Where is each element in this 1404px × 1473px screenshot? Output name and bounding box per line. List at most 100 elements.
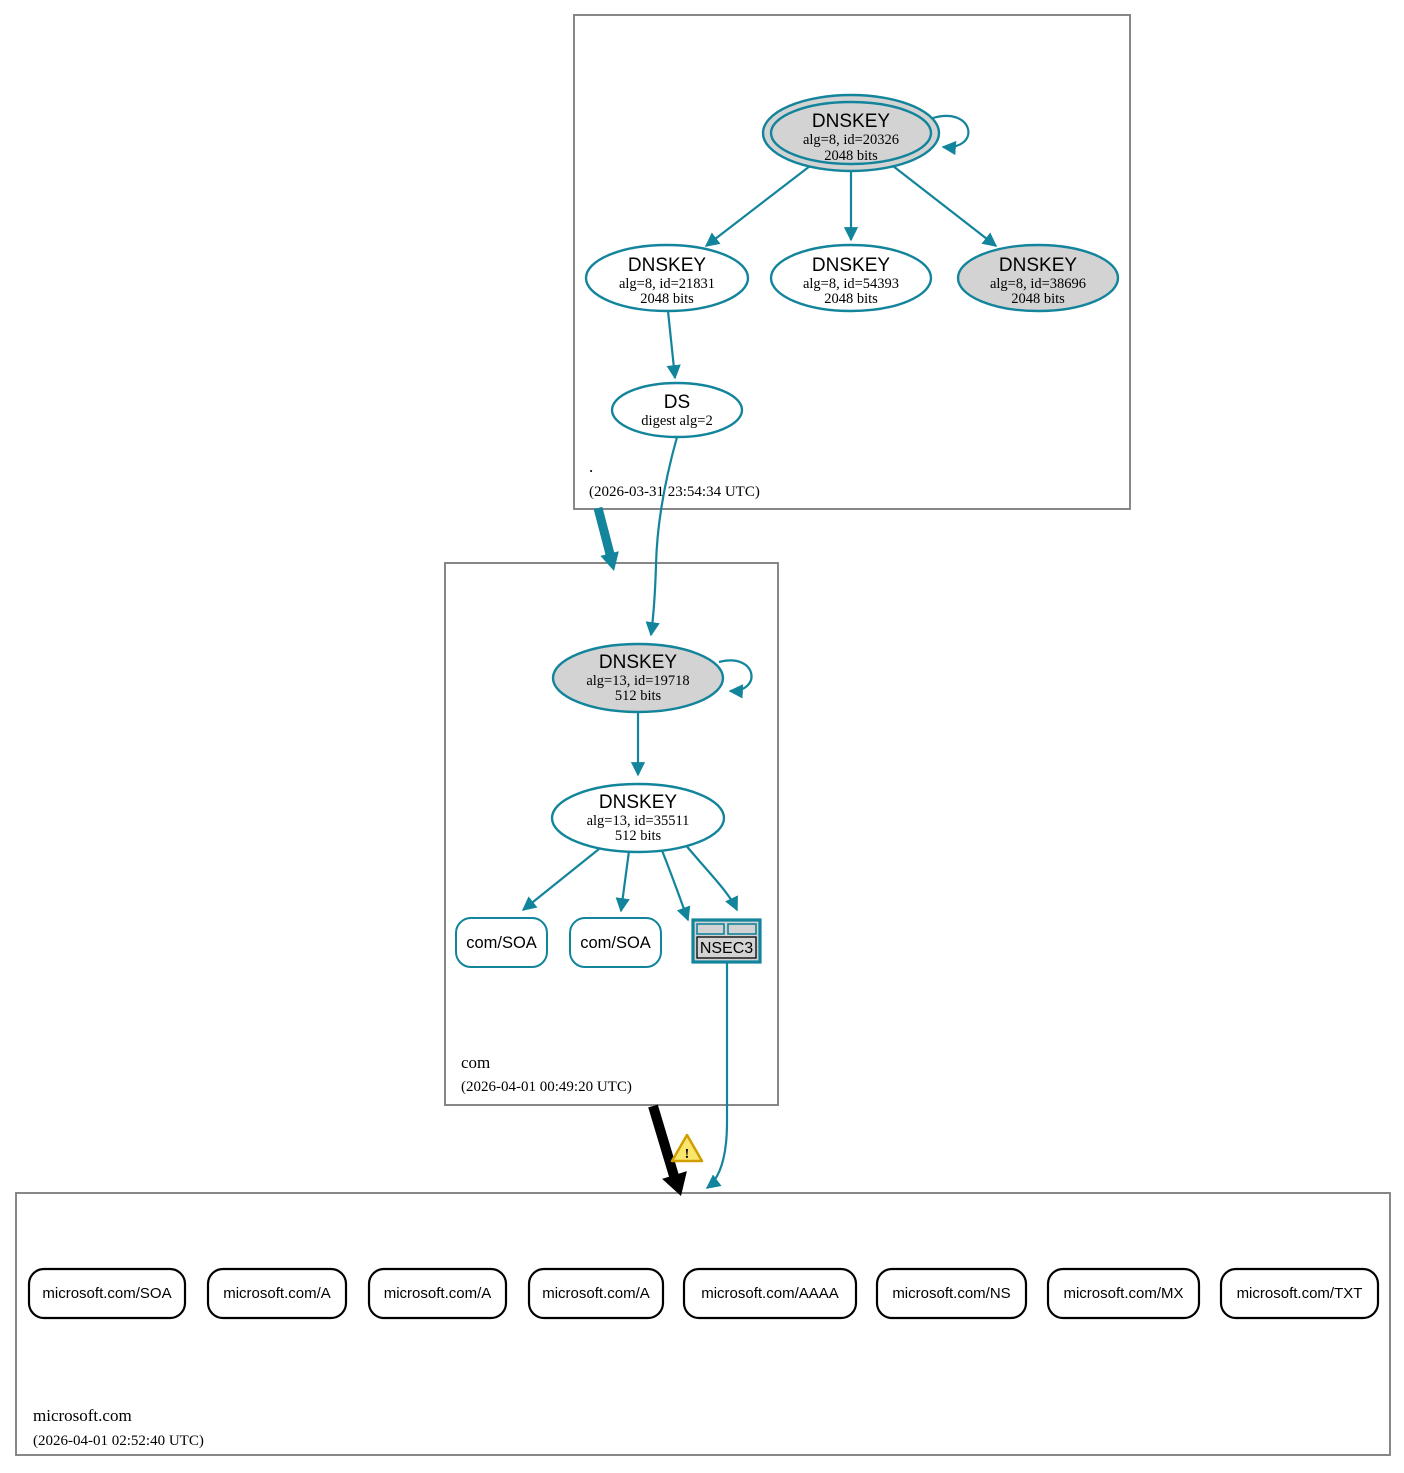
ds-title: DS <box>664 392 690 413</box>
rrset-mx-label: microsoft.com/MX <box>1063 1285 1183 1302</box>
rrset-txt-box <box>1219 1267 1380 1320</box>
node-dnskey-54393: DNSKEY alg=8, id=54393 2048 bits <box>769 243 933 313</box>
edge-zsk-to-nsec3-top <box>683 842 738 912</box>
rrset-ns-label: microsoft.com/NS <box>892 1285 1010 1302</box>
rrset-a3-box <box>527 1267 665 1320</box>
warning-exclamation: ! <box>685 1147 690 1162</box>
node-com-soa-1: com/SOA <box>455 917 548 968</box>
nsec3-label: NSEC3 <box>700 940 753 957</box>
edge-zsk-to-soa2 <box>615 850 631 913</box>
dnskey-21831-ellipse <box>584 243 750 313</box>
dnskey-35511-ellipse <box>550 782 726 854</box>
dnskey-38696-ellipse <box>956 243 1120 313</box>
zone-microsoft-label: microsoft.com <box>33 1406 132 1425</box>
zone-com-timestamp: (2026-04-01 00:49:20 UTC) <box>461 1079 632 1095</box>
node-rrset-mx: microsoft.com/MX <box>1046 1267 1201 1320</box>
node-rrset-ns: microsoft.com/NS <box>875 1267 1028 1320</box>
com-soa-2-box <box>569 917 662 968</box>
edge-com-ksk-self-loop <box>718 659 753 699</box>
node-rrset-a1: microsoft.com/A <box>206 1267 348 1320</box>
com-soa-1-box <box>455 917 548 968</box>
dnskey-20326-detail: alg=8, id=20326 <box>803 132 899 148</box>
nsec3-cell-1 <box>696 923 725 935</box>
dnskey-21831-title: DNSKEY <box>628 255 706 276</box>
dnskey-20326-inner-ellipse <box>769 100 933 166</box>
node-ds-root: DS digest alg=2 <box>610 381 744 439</box>
zone-root-label: . <box>589 457 593 476</box>
dnskey-21831-detail: alg=8, id=21831 <box>619 276 715 292</box>
node-dnskey-35511: DNSKEY alg=13, id=35511 512 bits <box>550 782 726 854</box>
edge-zsk-to-nsec3-left <box>659 847 691 922</box>
dnskey-35511-bits: 512 bits <box>615 828 662 844</box>
edge-ksk-to-zsk21831 <box>704 165 811 247</box>
rrset-a1-label: microsoft.com/A <box>223 1285 331 1302</box>
edge-ksk-to-zsk38696 <box>892 165 998 247</box>
ds-detail: digest alg=2 <box>641 413 712 429</box>
delegation-root-to-com <box>593 506 619 571</box>
zone-com-label: com <box>461 1053 490 1072</box>
delegation-com-ms-shaft <box>648 1104 679 1178</box>
node-nsec3: NSEC3 <box>691 918 762 964</box>
rrset-mx-box <box>1046 1267 1201 1320</box>
warning-icon: ! <box>670 1133 704 1163</box>
ds-ellipse <box>610 381 744 439</box>
dnskey-20326-title: DNSKEY <box>812 111 890 132</box>
zone-com-caption: com (2026-04-01 00:49:20 UTC) <box>461 1053 632 1095</box>
node-dnskey-19718: DNSKEY alg=13, id=19718 512 bits <box>551 642 725 714</box>
edge-nsec3-to-microsoft <box>705 962 729 1189</box>
rrset-a1-box <box>206 1267 348 1320</box>
dnskey-38696-title: DNSKEY <box>999 255 1077 276</box>
rrset-aaaa-box <box>682 1267 858 1320</box>
dnskey-38696-bits: 2048 bits <box>1011 291 1065 307</box>
com-soa-2-label: com/SOA <box>580 934 651 952</box>
node-dnskey-38696: DNSKEY alg=8, id=38696 2048 bits <box>956 243 1120 313</box>
delegation-root-com-arrowhead <box>600 551 619 571</box>
dnskey-20326-outer-ellipse <box>761 93 941 173</box>
warning-triangle <box>670 1133 704 1163</box>
edge-ksk-self-loop <box>932 115 970 156</box>
rrset-ns-box <box>875 1267 1028 1320</box>
com-soa-1-label: com/SOA <box>466 934 537 952</box>
nsec3-cell-2 <box>727 923 757 935</box>
dnskey-19718-bits: 512 bits <box>615 688 662 704</box>
dnskey-19718-title: DNSKEY <box>599 652 677 673</box>
rrset-a2-box <box>367 1267 508 1320</box>
zone-microsoft-caption: microsoft.com (2026-04-01 02:52:40 UTC) <box>33 1406 204 1449</box>
dnskey-19718-detail: alg=13, id=19718 <box>586 673 689 689</box>
rrset-a2-label: microsoft.com/A <box>384 1285 492 1302</box>
dnskey-54393-detail: alg=8, id=54393 <box>803 276 899 292</box>
dnskey-35511-detail: alg=13, id=35511 <box>587 813 690 829</box>
dnskey-54393-ellipse <box>769 243 933 313</box>
dnskey-54393-bits: 2048 bits <box>824 291 878 307</box>
zone-com-edges <box>521 659 753 1189</box>
dnskey-35511-title: DNSKEY <box>599 792 677 813</box>
zone-root-edges <box>645 115 998 637</box>
dnskey-21831-bits: 2048 bits <box>640 291 694 307</box>
node-rrset-aaaa: microsoft.com/AAAA <box>682 1267 858 1320</box>
edge-ds-to-com-ksk <box>645 436 679 637</box>
node-rrset-soa: microsoft.com/SOA <box>27 1267 187 1320</box>
zone-root-timestamp: (2026-03-31 23:54:34 UTC) <box>589 484 760 500</box>
node-rrset-a3: microsoft.com/A <box>527 1267 665 1320</box>
dnskey-38696-detail: alg=8, id=38696 <box>990 276 1086 292</box>
zone-box-microsoft <box>15 1192 1391 1456</box>
dnskey-19718-ellipse <box>551 642 725 714</box>
rrset-a3-label: microsoft.com/A <box>542 1285 650 1302</box>
edge-zsk21831-to-ds <box>666 310 681 380</box>
zone-microsoft-timestamp: (2026-04-01 02:52:40 UTC) <box>33 1433 204 1449</box>
node-dnskey-20326: DNSKEY alg=8, id=20326 2048 bits <box>761 93 941 173</box>
node-com-soa-2: com/SOA <box>569 917 662 968</box>
node-rrset-txt: microsoft.com/TXT <box>1219 1267 1380 1320</box>
zone-root-caption: . (2026-03-31 23:54:34 UTC) <box>589 457 760 500</box>
rrset-soa-label: microsoft.com/SOA <box>42 1285 171 1302</box>
node-dnskey-21831: DNSKEY alg=8, id=21831 2048 bits <box>584 243 750 313</box>
edge-zsk-to-soa1 <box>521 848 600 911</box>
dnskey-20326-bits: 2048 bits <box>824 148 878 164</box>
rrset-aaaa-label: microsoft.com/AAAA <box>701 1285 839 1302</box>
node-rrset-a2: microsoft.com/A <box>367 1267 508 1320</box>
dnskey-54393-title: DNSKEY <box>812 255 890 276</box>
rrset-txt-label: microsoft.com/TXT <box>1237 1285 1363 1302</box>
delegation-com-to-microsoft: ! <box>648 1104 704 1196</box>
